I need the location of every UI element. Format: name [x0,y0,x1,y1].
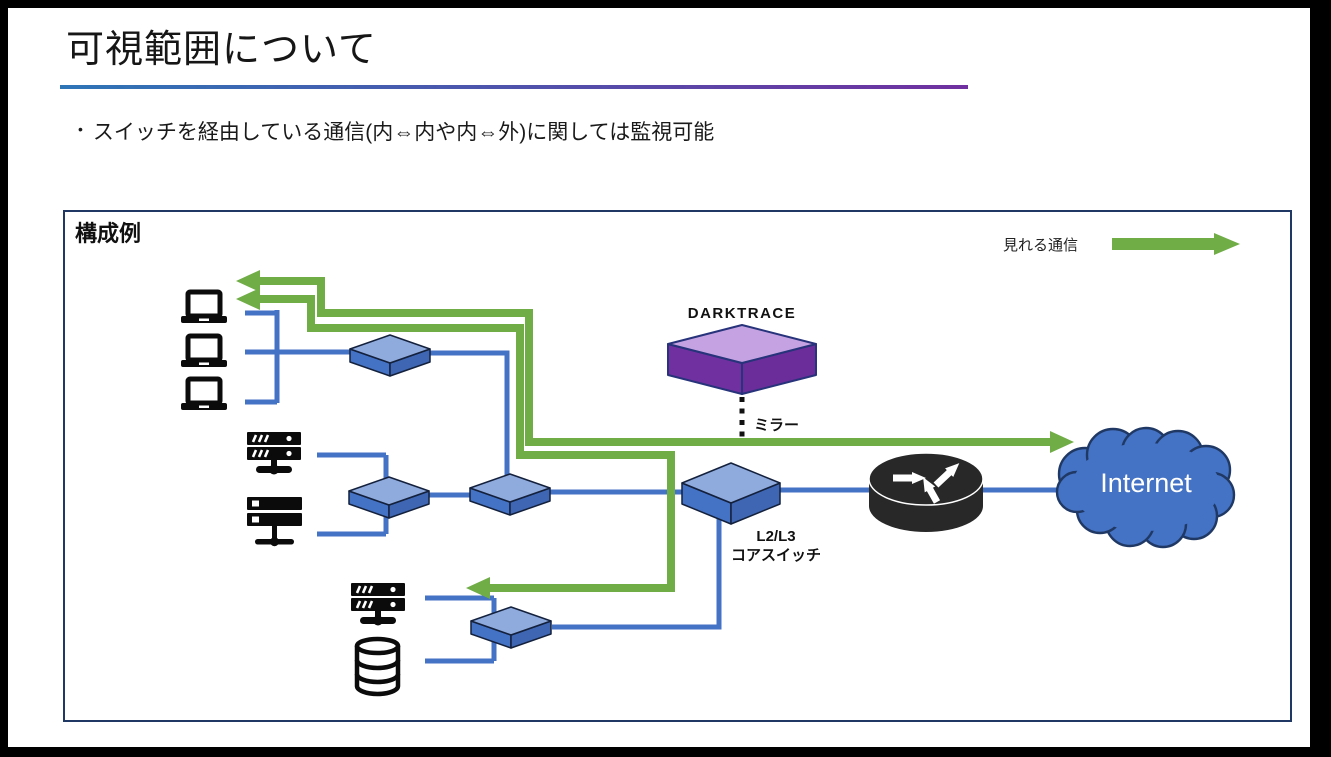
bullet-item: • スイッチを経由している通信(内⇔内や内⇔外)に関しては監視可能 [78,116,714,146]
page-title: 可視範囲について [66,29,377,71]
diagram-panel-title: 構成例 [75,221,142,246]
diagram-panel [63,210,1292,722]
bullet-text: スイッチを経由している通信(内⇔内や内⇔外)に関しては監視可能 [92,121,715,144]
slide: 可視範囲について • スイッチを経由している通信(内⇔内や内⇔外)に関しては監視… [8,8,1310,747]
bullet-marker: • [78,121,83,137]
legend-label: 見れる通信 [1003,237,1079,254]
title-underline-rule [60,85,968,89]
legend-arrow-icon [1112,233,1240,255]
